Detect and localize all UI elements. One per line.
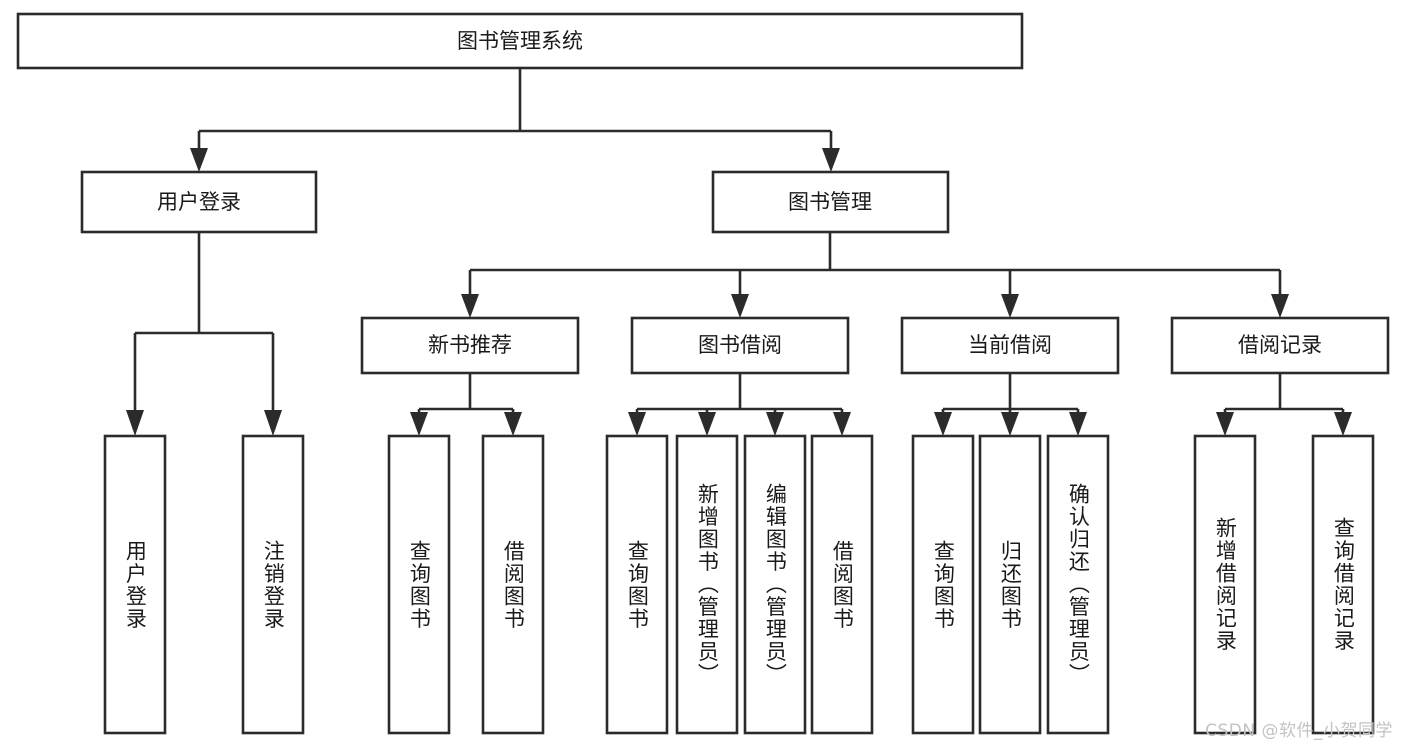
leaf-box-nb-query[interactable] xyxy=(387,434,451,735)
arrow-to-book-borrow xyxy=(731,294,749,318)
book-borrow-label: 图书借阅 xyxy=(698,333,782,357)
new-book-recommend-box[interactable] xyxy=(360,316,580,375)
leaf-box-br-query[interactable] xyxy=(1311,434,1375,735)
node-root[interactable]: 图书管理系统 xyxy=(16,12,1024,70)
arrow-to-book-manage xyxy=(822,148,840,172)
new-book-recommend-label: 新书推荐 xyxy=(428,333,512,357)
arrow-bb-leaf-2 xyxy=(698,412,716,436)
user-login-label: 用户登录 xyxy=(157,190,241,214)
leaf-box-nb-borrow[interactable] xyxy=(481,434,545,735)
connector-root-bus xyxy=(190,68,840,172)
leaf-box-bb-borrow[interactable] xyxy=(810,434,874,735)
arrow-nb-leaf-1 xyxy=(410,412,428,436)
arrow-to-current-borrow xyxy=(1001,294,1019,318)
arrow-cb-leaf-1 xyxy=(934,412,952,436)
leaf-box-bb-add[interactable] xyxy=(675,434,739,735)
node-book-borrow[interactable]: 图书借阅 xyxy=(630,316,850,375)
leaf-box-bb-query[interactable] xyxy=(605,434,669,735)
connector-book-borrow-leaves xyxy=(628,373,851,436)
node-borrow-record[interactable]: 借阅记录 xyxy=(1170,316,1390,375)
arrow-to-borrow-record xyxy=(1271,294,1289,318)
node-new-book-recommend[interactable]: 新书推荐 xyxy=(360,316,580,375)
root-label: 图书管理系统 xyxy=(457,29,583,53)
arrow-bb-leaf-4 xyxy=(833,412,851,436)
arrow-cb-leaf-2 xyxy=(1001,412,1019,436)
node-current-borrow[interactable]: 当前借阅 xyxy=(900,316,1120,375)
arrow-br-leaf-2 xyxy=(1334,412,1352,436)
arrow-to-leaf-user-login xyxy=(126,410,144,436)
user-login-box[interactable] xyxy=(80,170,318,234)
node-book-manage[interactable]: 图书管理 xyxy=(711,170,950,234)
book-manage-label: 图书管理 xyxy=(788,190,872,214)
current-borrow-label: 当前借阅 xyxy=(968,333,1052,357)
connector-current-borrow-leaves xyxy=(934,373,1087,436)
arrow-br-leaf-1 xyxy=(1216,412,1234,436)
watermark-text: CSDN @软件_小贺同学 xyxy=(1205,721,1393,741)
borrow-record-label: 借阅记录 xyxy=(1238,333,1322,357)
connector-book-manage-bus xyxy=(461,232,1289,318)
leaf-box-cb-return[interactable] xyxy=(978,434,1042,735)
arrow-cb-leaf-3 xyxy=(1069,412,1087,436)
leaf-box-bb-edit[interactable] xyxy=(743,434,807,735)
node-user-login[interactable]: 用户登录 xyxy=(80,170,318,234)
leaf-box-cb-query[interactable] xyxy=(911,434,975,735)
current-borrow-box[interactable] xyxy=(900,316,1120,375)
arrow-nb-leaf-2 xyxy=(504,412,522,436)
leaf-box-br-add[interactable] xyxy=(1193,434,1257,735)
arrow-to-user-login xyxy=(190,148,208,172)
connector-borrow-record-leaves xyxy=(1216,373,1352,436)
leaf-box-cb-confirm[interactable] xyxy=(1046,434,1110,735)
connector-user-login-leaves xyxy=(126,232,282,436)
arrow-to-new-book xyxy=(461,294,479,318)
arrow-bb-leaf-3 xyxy=(766,412,784,436)
leaf-box-logout[interactable] xyxy=(241,434,305,735)
connector-new-book-leaves xyxy=(410,373,522,436)
arrow-bb-leaf-1 xyxy=(628,412,646,436)
root-box[interactable] xyxy=(16,12,1024,70)
leaf-box-user-login[interactable] xyxy=(103,434,167,735)
arrow-to-leaf-logout xyxy=(264,410,282,436)
